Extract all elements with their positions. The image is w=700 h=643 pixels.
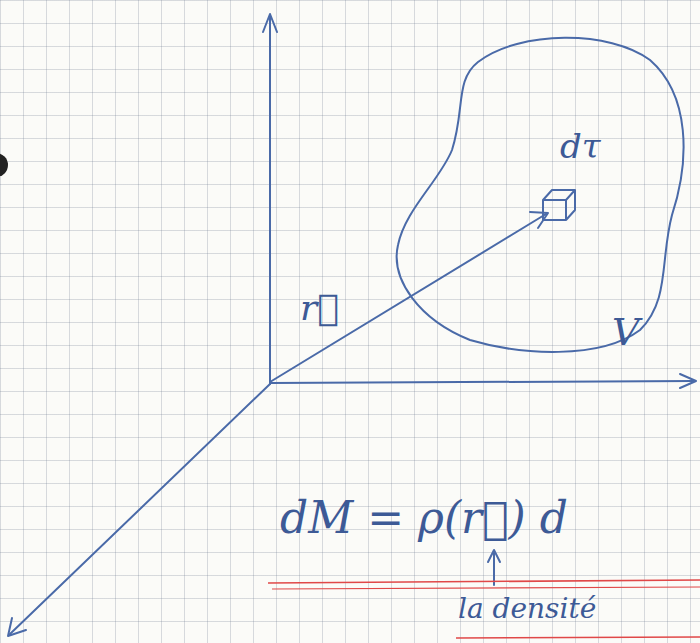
underline xyxy=(272,587,700,589)
underline xyxy=(456,637,700,638)
volume-element xyxy=(543,190,575,220)
handwritten-label: dM = ρ(r⃗) d xyxy=(280,494,568,542)
volume-outline xyxy=(397,38,684,352)
axis-arrowhead xyxy=(680,374,696,388)
handwritten-label: dτ xyxy=(560,128,601,165)
handwritten-label: la densité xyxy=(458,594,596,625)
x-axis xyxy=(10,384,270,634)
ink-spot xyxy=(0,153,8,177)
axis-arrowhead xyxy=(8,618,26,636)
position-vector xyxy=(270,214,546,382)
y-axis xyxy=(270,381,694,383)
z-axis xyxy=(269,16,271,384)
handwritten-label: r⃗ xyxy=(300,288,339,328)
leader-arrow xyxy=(493,553,495,585)
underline xyxy=(268,580,700,583)
leader-arrowhead xyxy=(488,550,500,562)
axis-arrowhead xyxy=(263,14,277,32)
handwritten-label: V xyxy=(612,312,639,354)
